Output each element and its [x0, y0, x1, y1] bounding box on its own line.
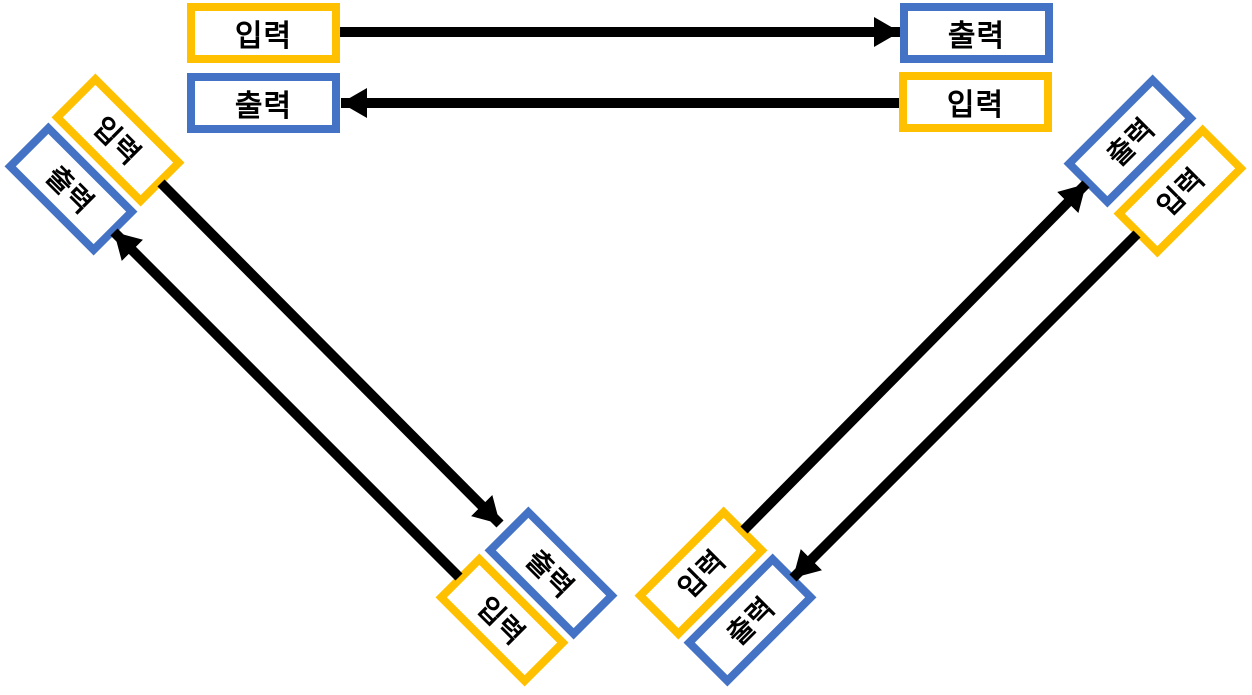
arrow-right-down-left	[789, 230, 1141, 582]
node-label: 입력	[946, 89, 1005, 122]
arrow-left-up-left	[110, 228, 463, 581]
node-label: 입력	[1151, 162, 1211, 222]
arrow-left-down-right	[157, 179, 504, 528]
node-label: 입력	[87, 111, 147, 171]
node-label: 입력	[471, 591, 531, 651]
node-input-top-row: 입력	[187, 3, 340, 63]
node-output-top-row: 출력	[900, 3, 1053, 63]
node-label: 입력	[672, 544, 732, 604]
node-output-second-row: 출력	[187, 73, 340, 133]
node-label: 출력	[1101, 112, 1161, 172]
node-label: 출력	[234, 90, 293, 123]
node-label: 출력	[721, 591, 781, 651]
node-input-second-row: 입력	[899, 72, 1052, 132]
node-label: 출력	[40, 160, 100, 220]
arrow-right-up-right	[740, 180, 1090, 534]
node-label: 출력	[520, 544, 580, 604]
node-label: 출력	[947, 20, 1006, 53]
node-label: 입력	[234, 20, 293, 53]
